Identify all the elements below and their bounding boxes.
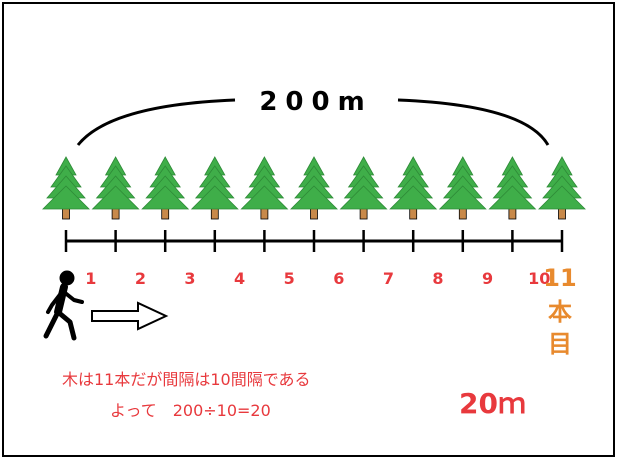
right-arrow-icon (91, 301, 169, 331)
tree-icon (190, 156, 239, 220)
interval-label: 2 (135, 269, 146, 288)
tree-icon (339, 156, 388, 220)
span-brace-left (76, 98, 236, 146)
tree-icon (389, 156, 438, 220)
last-tree-char-1: 本 (548, 298, 572, 326)
interval-label: 9 (482, 269, 493, 288)
interval-label: 1 (85, 269, 96, 288)
tree-icon (42, 156, 90, 220)
tree-icon (91, 156, 140, 220)
span-title: 200m (259, 87, 372, 117)
interval-label: 6 (333, 269, 344, 288)
interval-label: 4 (234, 269, 245, 288)
interval-label: 8 (432, 269, 443, 288)
interval-label: 10 (528, 269, 550, 288)
tree-icon (438, 156, 487, 220)
tree-icon (488, 156, 537, 220)
tree-icon (290, 156, 338, 220)
tree-row (42, 156, 586, 220)
explanation-line-2: よって 200÷10=20 (110, 401, 271, 420)
answer: 20ｍ (459, 387, 526, 420)
explanation-line-1: 木は11本だが間隔は10間隔である (62, 370, 311, 389)
walking-person-icon (43, 270, 84, 341)
span-brace-right (397, 98, 550, 146)
tick-marks (64, 230, 564, 252)
last-tree-number: 11 (543, 264, 576, 292)
tree-icon (141, 156, 190, 220)
interval-label: 7 (383, 269, 394, 288)
interval-labels: 1 2 3 4 5 6 7 8 9 10 (85, 269, 550, 288)
tree-icon (538, 156, 586, 220)
tree-icon (240, 156, 289, 220)
interval-label: 3 (184, 269, 195, 288)
last-tree-char-2: 目 (548, 330, 572, 358)
interval-label: 5 (284, 269, 295, 288)
